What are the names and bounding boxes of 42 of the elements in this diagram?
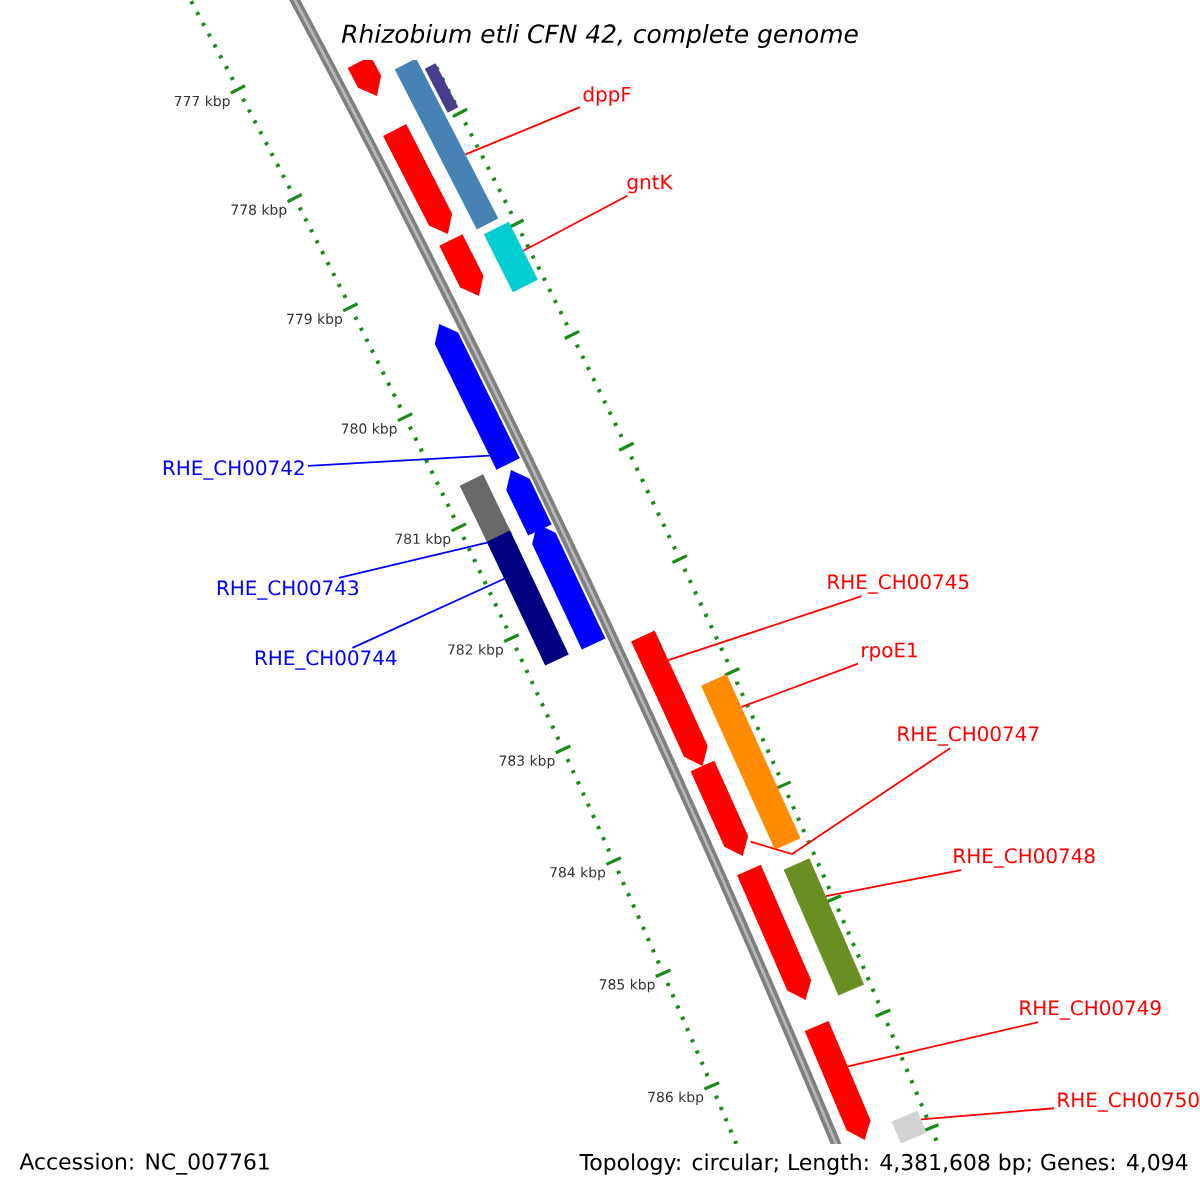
gene-bar [737, 864, 812, 1000]
gene-label: gntK [627, 174, 673, 194]
leader-line [847, 1021, 1040, 1068]
gene-bar [506, 470, 552, 536]
footer-text: Topology: circular; Length: 4,381,608 bp; Genes: 4,094 [576, 1150, 1192, 1178]
gene-bar [783, 858, 865, 996]
gene-bar [657, 688, 708, 766]
gene-label: rpoE1 [862, 642, 917, 662]
leader-line [351, 577, 506, 649]
gene-bar [483, 221, 538, 293]
title: Rhizobium etli CFN 42, complete genome [337, 19, 863, 53]
gene-label: RHE_CH00744 [255, 650, 397, 670]
leader-line [464, 106, 581, 156]
leader-line [522, 194, 629, 252]
gene-label: RHE_CH00743 [217, 580, 358, 600]
gene-bar [532, 524, 606, 650]
leader-line [740, 662, 859, 708]
gene-bar [701, 674, 801, 850]
gene-label: dppF [583, 86, 631, 106]
gene-bar [439, 234, 484, 296]
gene-bar [690, 760, 749, 856]
gene-label: RHE_CH00750 [1058, 1092, 1199, 1112]
leader-line [920, 1107, 1055, 1121]
gene-label: RHE_CH00749 [1020, 1000, 1161, 1020]
gene-bar [459, 474, 513, 546]
gene-bar [891, 1110, 927, 1144]
leader-line [337, 541, 489, 579]
gene-bar [394, 60, 499, 230]
gene-label: RHE_CH00747 [898, 726, 1039, 746]
gene-bar [434, 324, 520, 470]
gene-bar [383, 124, 453, 234]
footer-text: Accession: NC_007761 [16, 1149, 274, 1178]
gene-label: RHE_CH00748 [954, 848, 1095, 868]
leader-line [667, 595, 863, 662]
gene-label: RHE_CH00742 [163, 460, 304, 480]
leader-line [307, 454, 491, 467]
leader-line [825, 869, 963, 898]
gene-label: RHE_CH00745 [828, 574, 969, 594]
leader-line [749, 747, 952, 855]
gene-bar [804, 1020, 871, 1140]
gene-bar [424, 63, 459, 113]
gene-bar [347, 60, 382, 96]
